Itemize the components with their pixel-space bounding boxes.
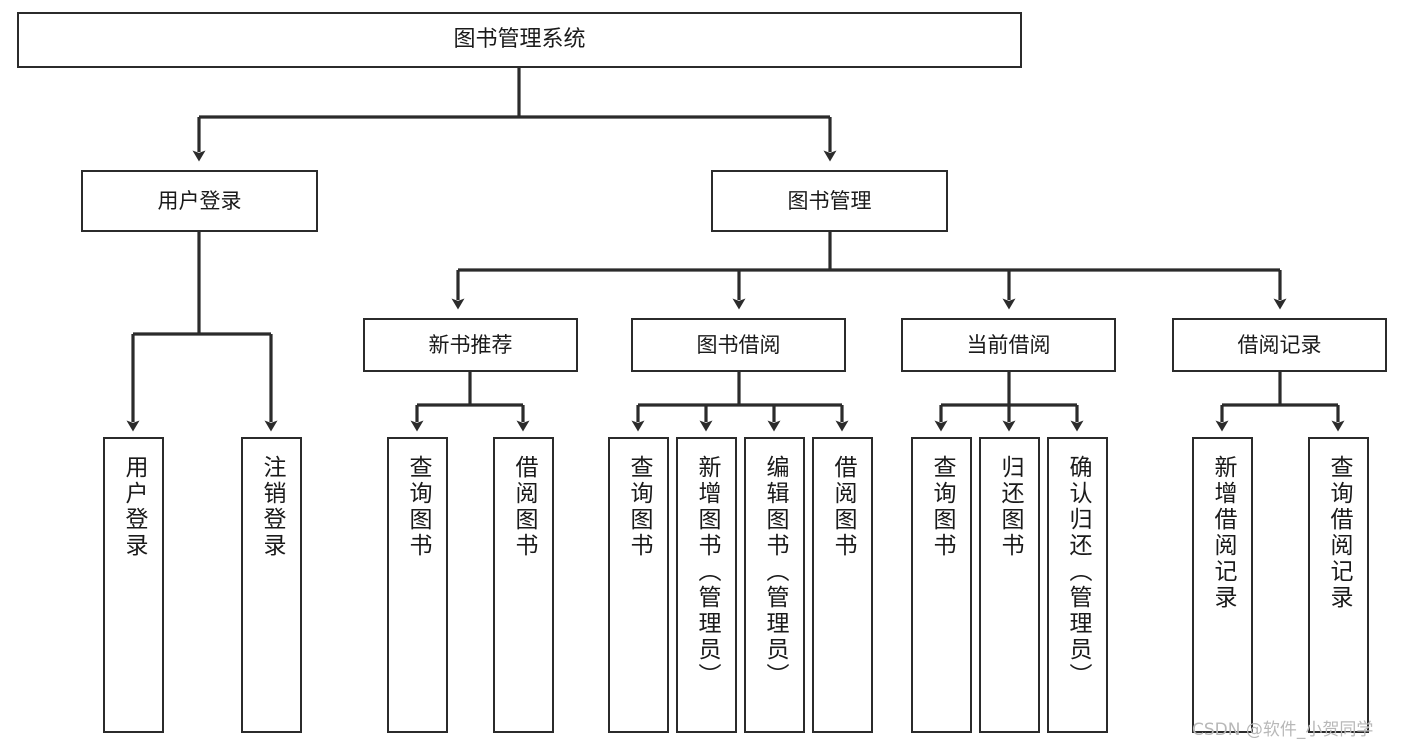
leaf-borrow-edit-book-label: 编辑图书（管理员） [762, 455, 788, 689]
leaf-borrow-edit-book[interactable]: 编辑图书（管理员） [744, 437, 805, 733]
leaf-borrow-query-book-label: 查询图书 [626, 455, 652, 559]
leaf-current-query-book-label: 查询图书 [929, 455, 955, 559]
leaf-user-logout[interactable]: 注销登录 [241, 437, 302, 733]
leaf-record-add[interactable]: 新增借阅记录 [1192, 437, 1253, 733]
node-book-manage-label: 图书管理 [787, 188, 872, 213]
node-borrow-record[interactable]: 借阅记录 [1172, 318, 1387, 372]
leaf-current-return-book-label: 归还图书 [997, 455, 1023, 559]
leaf-current-query-book[interactable]: 查询图书 [911, 437, 972, 733]
node-current-borrow[interactable]: 当前借阅 [901, 318, 1116, 372]
node-new-book-recommend-label: 新书推荐 [428, 332, 513, 357]
leaf-record-add-label: 新增借阅记录 [1210, 455, 1236, 611]
csdn-watermark: CSDN @软件_小贺同学 [1192, 720, 1374, 740]
node-book-borrow[interactable]: 图书借阅 [631, 318, 846, 372]
leaf-current-confirm-return-label: 确认归还（管理员） [1065, 455, 1091, 689]
leaf-borrow-add-book[interactable]: 新增图书（管理员） [676, 437, 737, 733]
leaf-current-return-book[interactable]: 归还图书 [979, 437, 1040, 733]
leaf-user-login[interactable]: 用户登录 [103, 437, 164, 733]
leaf-borrow-query-book[interactable]: 查询图书 [608, 437, 669, 733]
node-root[interactable]: 图书管理系统 [17, 12, 1022, 68]
node-new-book-recommend[interactable]: 新书推荐 [363, 318, 578, 372]
leaf-user-login-label: 用户登录 [121, 455, 147, 559]
node-user-login-label: 用户登录 [157, 188, 242, 213]
leaf-user-logout-label: 注销登录 [259, 455, 285, 559]
leaf-record-search-label: 查询借阅记录 [1326, 455, 1352, 611]
leaf-borrow-lend-book-label: 借阅图书 [830, 455, 856, 559]
leaf-borrow-lend-book[interactable]: 借阅图书 [812, 437, 873, 733]
leaf-recommend-borrow-book[interactable]: 借阅图书 [493, 437, 554, 733]
leaf-recommend-borrow-book-label: 借阅图书 [511, 455, 537, 559]
leaf-record-search[interactable]: 查询借阅记录 [1308, 437, 1369, 733]
node-root-label: 图书管理系统 [453, 27, 586, 53]
node-current-borrow-label: 当前借阅 [966, 332, 1051, 357]
leaf-recommend-query-book[interactable]: 查询图书 [387, 437, 448, 733]
node-book-borrow-label: 图书借阅 [696, 332, 781, 357]
leaf-current-confirm-return[interactable]: 确认归还（管理员） [1047, 437, 1108, 733]
leaf-borrow-add-book-label: 新增图书（管理员） [694, 455, 720, 689]
node-book-manage[interactable]: 图书管理 [711, 170, 948, 232]
node-borrow-record-label: 借阅记录 [1237, 332, 1322, 357]
node-user-login[interactable]: 用户登录 [81, 170, 318, 232]
leaf-recommend-query-book-label: 查询图书 [405, 455, 431, 559]
